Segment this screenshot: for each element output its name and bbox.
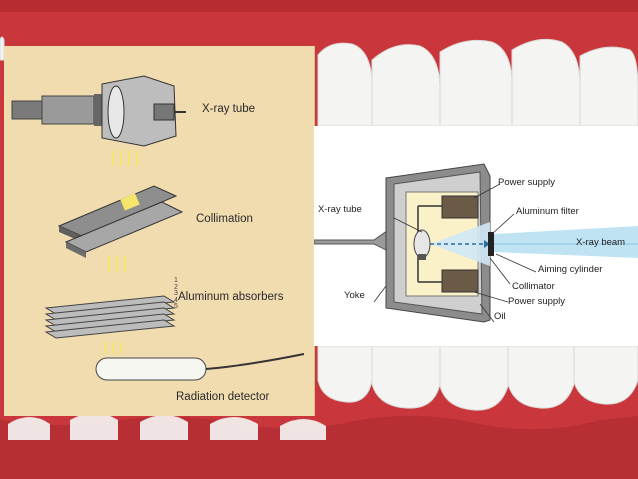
collimation-illustration xyxy=(57,185,184,258)
label-aluminum-absorbers: Aluminum absorbers xyxy=(178,291,284,303)
label-oil: Oil xyxy=(494,311,506,322)
label-collimator: Collimator xyxy=(512,281,555,292)
aluminum-absorbers-illustration xyxy=(44,295,176,339)
xray-tube-illustration xyxy=(11,75,186,147)
absorber-number-5: 5 xyxy=(174,303,178,310)
yellow-rays-1 xyxy=(111,149,139,167)
xray-production-diagram xyxy=(11,75,305,381)
label-xray-tube-left: X-ray tube xyxy=(202,103,256,115)
absorber-number-4: 4 xyxy=(174,296,178,304)
radiation-detector-illustration xyxy=(95,353,305,381)
absorber-number-3: 3 xyxy=(174,290,178,297)
xray-tubehead-diagram xyxy=(314,163,638,323)
yellow-rays-2 xyxy=(107,255,127,273)
absorber-number-1: 1 xyxy=(174,277,178,284)
label-collimation: Collimation xyxy=(196,213,253,225)
label-power-supply-top: Power supply xyxy=(498,177,556,188)
label-aiming-cylinder: Aiming cylinder xyxy=(538,264,603,275)
label-aluminum-filter: Aluminum filter xyxy=(516,206,579,217)
label-xray-tube-right: X-ray tube xyxy=(318,204,362,215)
absorber-number-2: 2 xyxy=(174,283,178,291)
power-supply-bottom-block xyxy=(441,269,479,293)
label-yoke: Yoke xyxy=(344,290,365,301)
label-xray-beam: X-ray beam xyxy=(576,237,626,248)
power-supply-top-block xyxy=(441,195,479,219)
yellow-rays-3 xyxy=(103,341,123,355)
label-power-supply-bottom: Power supply xyxy=(508,296,566,307)
label-radiation-detector: Radiation detector xyxy=(176,391,270,403)
